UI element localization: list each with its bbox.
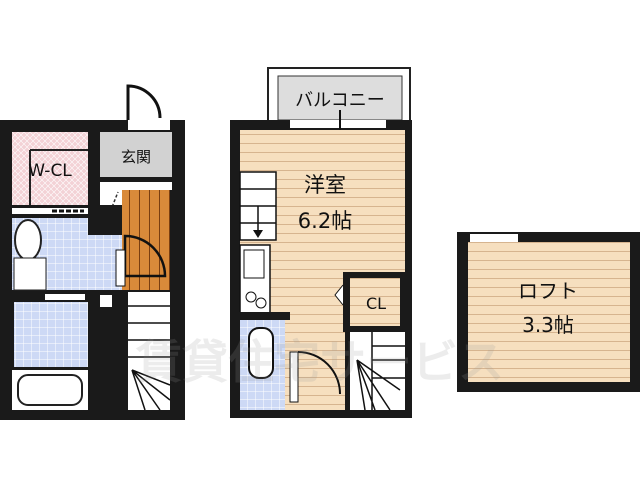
bathroom bbox=[14, 302, 88, 367]
closet-label: CL bbox=[366, 294, 386, 313]
genkan bbox=[100, 132, 172, 177]
balcony-label: バルコニー bbox=[295, 90, 385, 111]
entrance-door bbox=[126, 84, 162, 120]
loft-name: ロフト bbox=[518, 279, 578, 303]
washing-machine-pan bbox=[13, 257, 47, 291]
bathtub bbox=[17, 374, 83, 406]
room-name: 洋室 bbox=[304, 173, 346, 197]
washbasin bbox=[14, 219, 42, 261]
stairs-to-loft bbox=[239, 171, 277, 241]
watermark: 賃貸住宅サービス bbox=[135, 335, 504, 389]
wcl-label: W-CL bbox=[28, 161, 72, 181]
toilet bbox=[248, 327, 274, 379]
second-floor: バルコニー 洋室 6.2帖 CL bbox=[230, 67, 412, 418]
toilet-door-swing bbox=[297, 351, 341, 395]
genkan-label: 玄関 bbox=[121, 148, 151, 166]
stair-landing bbox=[122, 190, 170, 290]
first-floor: W-CL 玄関 bbox=[0, 84, 185, 420]
door-swing bbox=[123, 234, 167, 278]
loft-size: 3.3帖 bbox=[522, 313, 574, 337]
closet bbox=[350, 278, 400, 326]
room-size: 6.2帖 bbox=[298, 209, 352, 233]
staircase-1f bbox=[128, 292, 171, 411]
staircase-2f bbox=[350, 332, 405, 411]
loft: ロフト 3.3帖 bbox=[457, 232, 640, 392]
kitchen bbox=[239, 244, 271, 316]
walk-in-closet bbox=[12, 132, 88, 205]
